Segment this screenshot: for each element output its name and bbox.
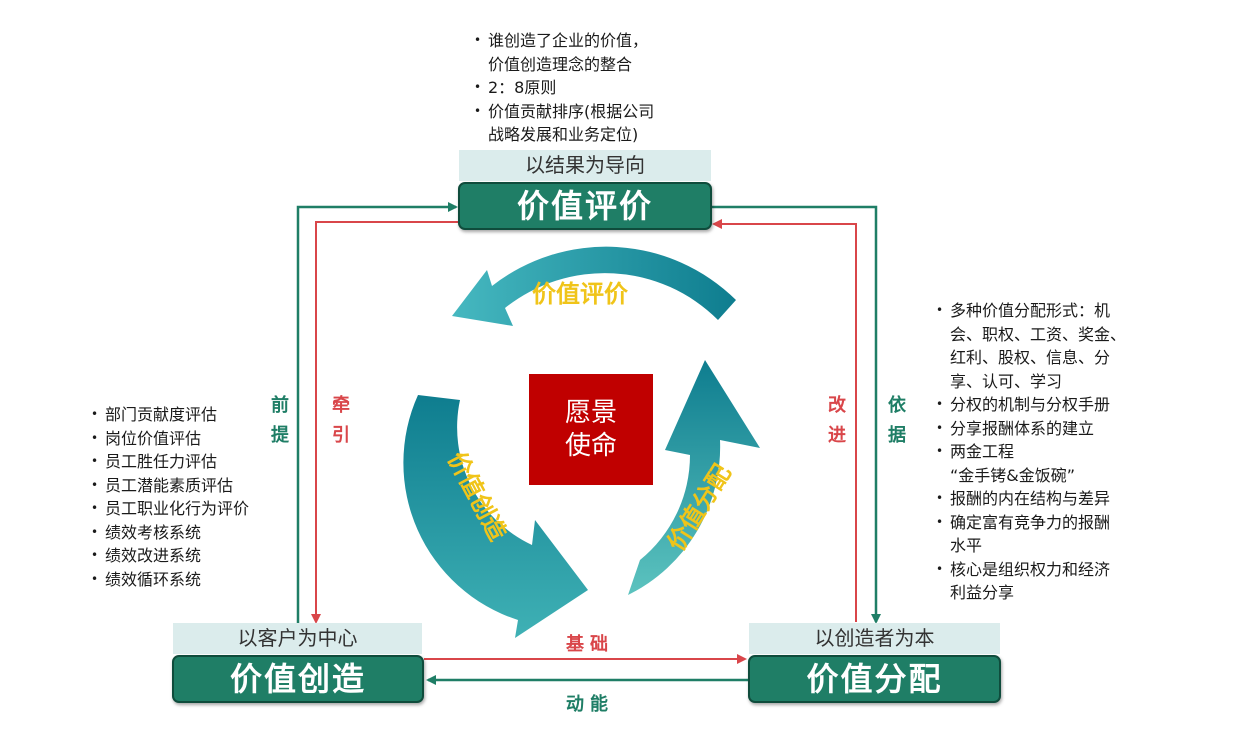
label-basis-char-2: 据	[888, 425, 906, 446]
evaluation-node: 价值评价	[458, 182, 712, 230]
label-foundation: 基础	[566, 634, 614, 655]
center-line-1: 愿景	[564, 397, 617, 428]
top_notes-item-line: 战略发展和业务定位)	[488, 125, 639, 144]
center-line-2: 使命	[564, 430, 617, 461]
label-traction-char-1: 牵	[332, 395, 350, 416]
right_notes-item-line: 多种价值分配形式：机	[950, 301, 1111, 320]
label-traction-char-2: 引	[332, 425, 350, 446]
label-improve-char-1: 改	[828, 395, 846, 416]
left_notes-item: 绩效循环系统	[91, 568, 249, 592]
label-improve: 改 进	[825, 391, 849, 451]
right_notes-item-line: 红利、股权、信息、分	[950, 348, 1111, 367]
label-momentum: 动能	[566, 694, 614, 715]
left_notes-item: 员工胜任力评估	[91, 450, 249, 474]
vision-mission-box: 愿景 使命	[529, 374, 653, 485]
top_notes-item: 2：8原则	[474, 76, 654, 100]
left_notes-item-line: 员工职业化行为评价	[105, 499, 250, 518]
right_notes-item-line: 两金工程	[950, 442, 1015, 461]
right_notes-item-line: 分享报酬体系的建立	[950, 418, 1095, 438]
right-notes-list: 多种价值分配形式：机会、职权、工资、奖金、红利、股权、信息、分享、认可、学习分权…	[936, 299, 1126, 605]
left_notes-item: 岗位价值评估	[91, 427, 249, 451]
right_notes-item-line: 报酬的内在结构与差异	[950, 489, 1111, 508]
connector-traction	[311, 221, 458, 624]
left_notes-item-line: 绩效循环系统	[105, 569, 202, 589]
right_notes-item-line: “金手铐&金饭碗”	[950, 465, 1076, 485]
right_notes-item-line: 会、职权、工资、奖金、	[950, 324, 1127, 344]
left_notes-item-line: 员工胜任力评估	[105, 452, 218, 471]
left_notes-item-line: 部门贡献度评估	[105, 405, 218, 424]
right_notes-item: 两金工程 “金手铐&金饭碗”	[936, 440, 1126, 487]
connector-basis	[712, 205, 881, 624]
distribution-node: 价值分配	[748, 655, 1001, 703]
left_notes-item-line: 员工潜能素质评估	[105, 475, 234, 495]
right_notes-item: 多种价值分配形式：机会、职权、工资、奖金、红利、股权、信息、分享、认可、学习	[936, 299, 1126, 393]
left_notes-item: 绩效改进系统	[91, 544, 249, 568]
top_notes-item-line: 2：8原则	[488, 78, 557, 97]
left_notes-item: 员工潜能素质评估	[91, 474, 249, 498]
label-basis: 依 据	[885, 391, 909, 451]
evaluation-subtitle: 以结果为导向	[459, 150, 711, 181]
right_notes-item-line: 分权的机制与分权手册	[950, 395, 1111, 414]
cycle-label-evaluation: 价值评价	[532, 279, 629, 308]
top_notes-item-line: 谁创造了企业的价值，	[488, 31, 649, 50]
right_notes-item: 分权的机制与分权手册	[936, 393, 1126, 417]
distribution-subtitle: 以创造者为本	[749, 623, 1000, 654]
connector-premise	[296, 202, 458, 625]
top-notes-list: 谁创造了企业的价值， 价值创造理念的整合 2：8原则价值贡献排序(根据公司战略发展和…	[474, 29, 654, 147]
left_notes-item-line: 岗位价值评估	[105, 428, 202, 448]
right_notes-item: 报酬的内在结构与差异	[936, 487, 1126, 511]
cycle-arrow-top	[452, 246, 736, 326]
label-basis-char-1: 依	[888, 395, 906, 416]
left_notes-item: 绩效考核系统	[91, 521, 249, 545]
top_notes-item: 谁创造了企业的价值， 价值创造理念的整合	[474, 29, 654, 76]
left_notes-item: 部门贡献度评估	[91, 403, 249, 427]
label-traction: 牵 引	[329, 391, 353, 451]
creation-node: 价值创造	[172, 655, 424, 703]
top_notes-item-line: 价值创造理念的整合	[488, 54, 633, 74]
right_notes-item-line: 享、认可、学习	[950, 371, 1063, 391]
right_notes-item-line: 水平	[950, 536, 983, 555]
right_notes-item-line: 确定富有竞争力的报酬	[950, 512, 1111, 532]
label-improve-char-2: 进	[828, 425, 846, 446]
label-premise: 前 提	[268, 391, 292, 451]
right_notes-item: 分享报酬体系的建立	[936, 417, 1126, 441]
cycle-arrow-left	[403, 395, 588, 638]
top_notes-item-line: 价值贡献排序(根据公司	[488, 101, 655, 121]
label-premise-char-1: 前	[271, 395, 289, 416]
connector-improve	[712, 219, 857, 622]
right_notes-item-line: 利益分享	[950, 583, 1015, 602]
left_notes-item-line: 绩效改进系统	[105, 546, 202, 565]
left_notes-item: 员工职业化行为评价	[91, 497, 249, 521]
label-premise-char-2: 提	[271, 425, 289, 446]
cycle-arrow-right	[628, 360, 760, 595]
right_notes-item-line: 核心是组织权力和经济	[950, 559, 1111, 579]
creation-subtitle: 以客户为中心	[173, 623, 422, 654]
left_notes-item-line: 绩效考核系统	[105, 522, 202, 542]
left-notes-list: 部门贡献度评估岗位价值评估员工胜任力评估员工潜能素质评估员工职业化行为评价绩效考…	[91, 403, 249, 591]
